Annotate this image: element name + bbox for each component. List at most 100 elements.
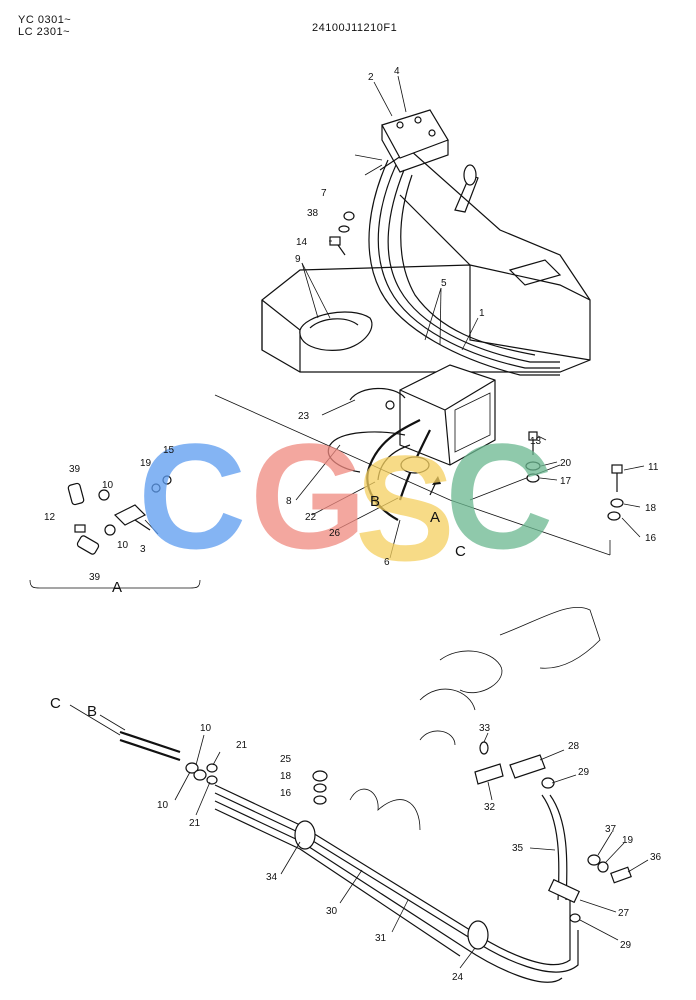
callout-10-upper-b: 10 — [117, 540, 129, 551]
pipe-31-outer — [214, 800, 563, 983]
washer-16 — [607, 511, 621, 521]
washer-16-lower — [313, 795, 327, 805]
callout-17: 17 — [560, 476, 572, 487]
bolt-14-shank — [337, 244, 346, 256]
callout-8: 8 — [286, 496, 292, 507]
washer-18 — [610, 498, 624, 508]
console-body — [261, 264, 591, 373]
callout-10-upper-a: 10 — [102, 480, 114, 491]
tee-stem — [134, 519, 151, 531]
callout-10-lower-a: 10 — [200, 723, 212, 734]
detail-a — [29, 475, 201, 589]
callout-29-lower: 29 — [620, 940, 632, 951]
callout-32: 32 — [484, 802, 496, 813]
callout-30: 30 — [326, 906, 338, 917]
callout-15: 15 — [163, 445, 175, 456]
model-range-1: YC 0301~ — [18, 14, 72, 26]
washer-7 — [343, 211, 355, 221]
hose-6 — [366, 419, 421, 521]
bolt-36 — [610, 866, 632, 884]
callout-14: 14 — [296, 237, 308, 248]
callout-24: 24 — [452, 972, 464, 983]
pilot-filter — [299, 311, 373, 351]
nut-25 — [312, 770, 328, 782]
watermark: C G S C — [138, 412, 553, 592]
pipe-b — [119, 730, 181, 754]
callout-29-upper: 29 — [578, 767, 590, 778]
callout-labels: 2 4 7 38 14 9 5 1 23 13 20 17 11 18 16 8… — [44, 66, 662, 983]
ref-label-c-lower: C — [50, 695, 61, 712]
pipe-c — [119, 738, 181, 762]
callout-26: 26 — [329, 528, 341, 539]
hose-bundle-inner — [387, 169, 560, 363]
bolt-12 — [74, 524, 86, 533]
callout-38: 38 — [307, 208, 319, 219]
control-lever — [454, 174, 479, 213]
tube-39-upper — [67, 482, 85, 506]
armrest-top — [379, 149, 591, 301]
callout-11: 11 — [648, 462, 659, 473]
callout-22: 22 — [305, 512, 317, 523]
valve-block-grill — [454, 392, 491, 453]
callout-12: 12 — [44, 512, 56, 523]
centerline — [214, 394, 611, 556]
clamp-24 — [467, 920, 489, 950]
pedal-block — [381, 109, 449, 159]
hose-22 — [377, 444, 411, 481]
bolt-11-head — [611, 464, 623, 474]
plug-33 — [479, 741, 489, 755]
callout-9: 9 — [295, 254, 301, 265]
callout-2: 2 — [368, 72, 374, 83]
solenoid-valve-block — [399, 364, 496, 466]
nut-10-lower — [104, 524, 116, 536]
watermark-letter-c: C — [138, 412, 246, 580]
ref-line — [469, 464, 561, 501]
switch-box — [508, 259, 562, 286]
hose-8 — [327, 431, 406, 473]
callout-36: 36 — [650, 852, 662, 863]
callout-13: 13 — [530, 436, 542, 447]
callout-7: 7 — [321, 188, 327, 199]
callout-21-lower: 21 — [189, 818, 201, 829]
callout-37: 37 — [605, 824, 617, 835]
lever-knob — [463, 164, 477, 186]
callout-3: 3 — [140, 544, 146, 555]
ref-c-leader — [69, 704, 121, 736]
ref-label-a-view: A — [430, 509, 440, 526]
ref-label-b: B — [370, 493, 380, 510]
ref-label-c: C — [455, 543, 466, 560]
callout-25: 25 — [280, 754, 292, 765]
pedal-bolt — [396, 121, 404, 129]
console-edge-right — [469, 265, 591, 361]
nut-10-lower-a — [185, 762, 199, 774]
tube-39-lower — [76, 535, 100, 555]
callout-19-upper: 19 — [140, 458, 152, 469]
hose-bundle-inner2 — [400, 174, 536, 356]
washer-20 — [525, 461, 541, 471]
callout-31: 31 — [375, 933, 387, 944]
callout-20: 20 — [560, 458, 572, 469]
tee-fitting-3 — [113, 504, 147, 526]
engine-outline-3 — [419, 688, 476, 711]
callout-16-lower: 16 — [280, 788, 292, 799]
callout-35: 35 — [512, 843, 524, 854]
bracket-leader — [354, 154, 383, 176]
armrest-side — [399, 194, 471, 266]
washer-19-lower — [597, 861, 609, 873]
callout-21-upper: 21 — [236, 740, 248, 751]
nut-10-lower-b — [193, 769, 207, 781]
detail-a-bracket — [29, 579, 201, 589]
watermark-letter-c2: C — [445, 412, 553, 580]
adapter-27 — [547, 878, 581, 904]
hose-23-fitting — [385, 400, 395, 410]
valve-28 — [509, 754, 546, 779]
engine-outline-2 — [439, 650, 503, 694]
callout-5: 5 — [441, 278, 447, 289]
detail-label-a: A — [112, 579, 122, 596]
hose-bundle-middle — [377, 164, 560, 369]
washer-38 — [338, 225, 350, 233]
callout-6: 6 — [384, 557, 390, 568]
callout-4: 4 — [394, 66, 400, 77]
washer-37 — [587, 854, 601, 866]
callout-18-upper: 18 — [645, 503, 657, 514]
